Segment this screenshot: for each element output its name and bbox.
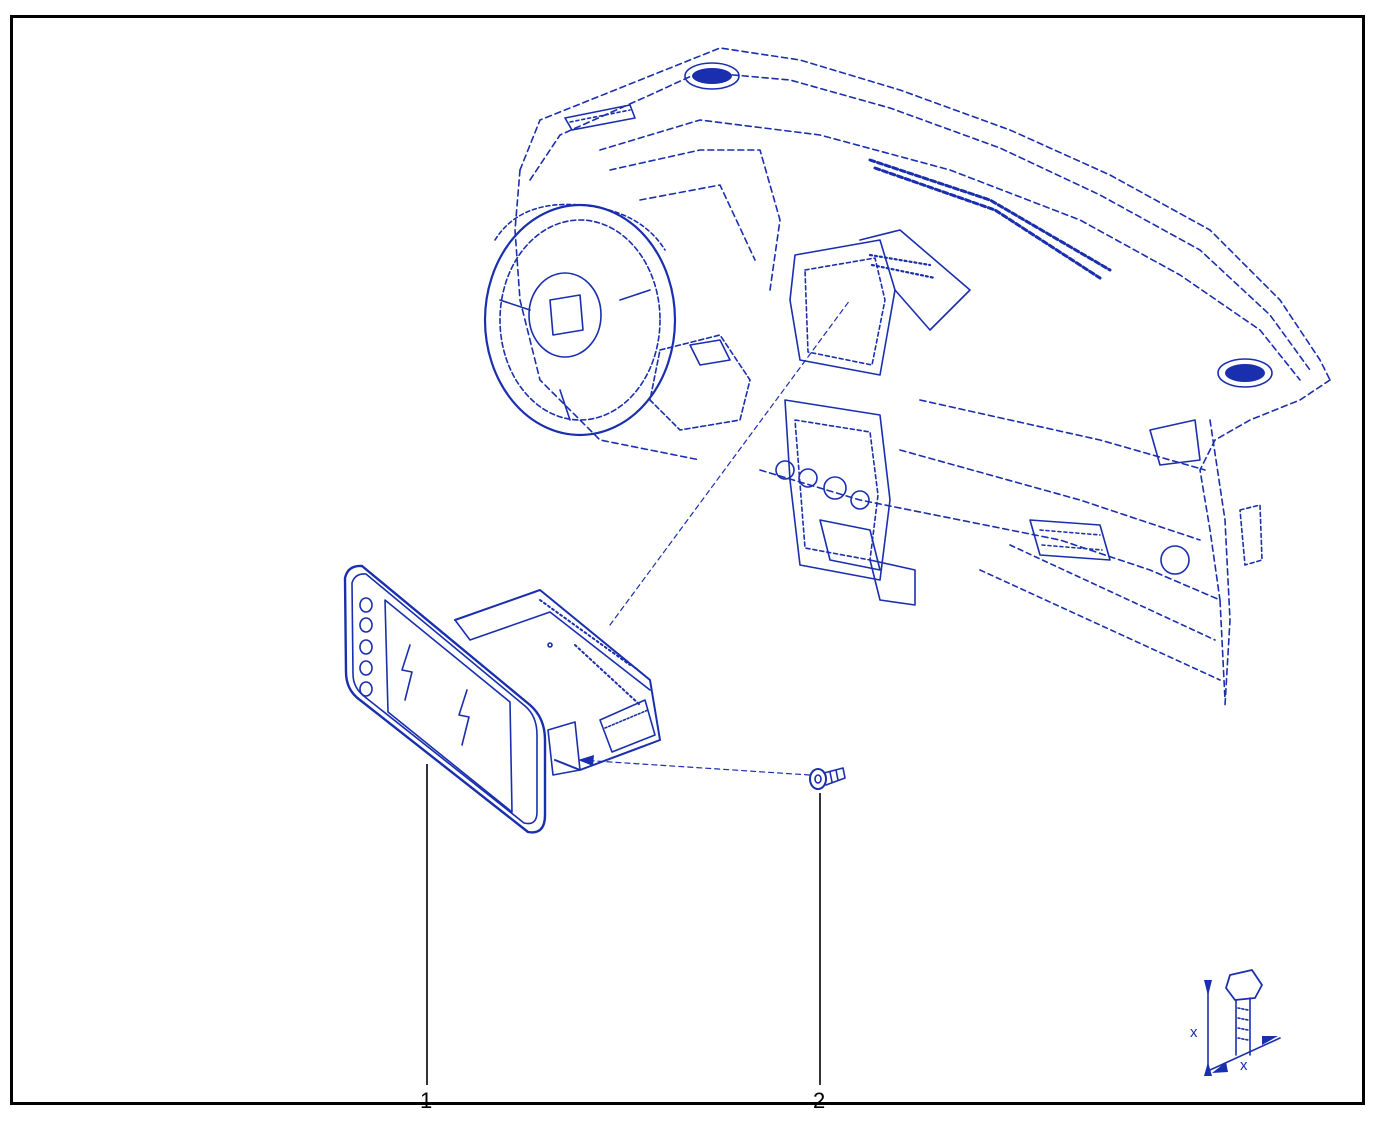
callout-leader-lines bbox=[426, 764, 821, 1085]
torque-dimension-label-vertical: x bbox=[1190, 1024, 1198, 1041]
multimedia-screen-unit bbox=[343, 564, 661, 834]
torque-dimension-label-horizontal: x bbox=[1240, 1057, 1248, 1074]
assembly-guide-lines bbox=[579, 299, 851, 776]
torque-symbol bbox=[1204, 969, 1281, 1076]
callout-label-1: 1 bbox=[420, 1088, 433, 1113]
dashboard-assembly bbox=[483, 47, 1331, 706]
diagram-frame bbox=[10, 15, 1365, 1105]
callout-label-2: 2 bbox=[813, 1088, 826, 1113]
fixing-screw bbox=[578, 755, 846, 790]
